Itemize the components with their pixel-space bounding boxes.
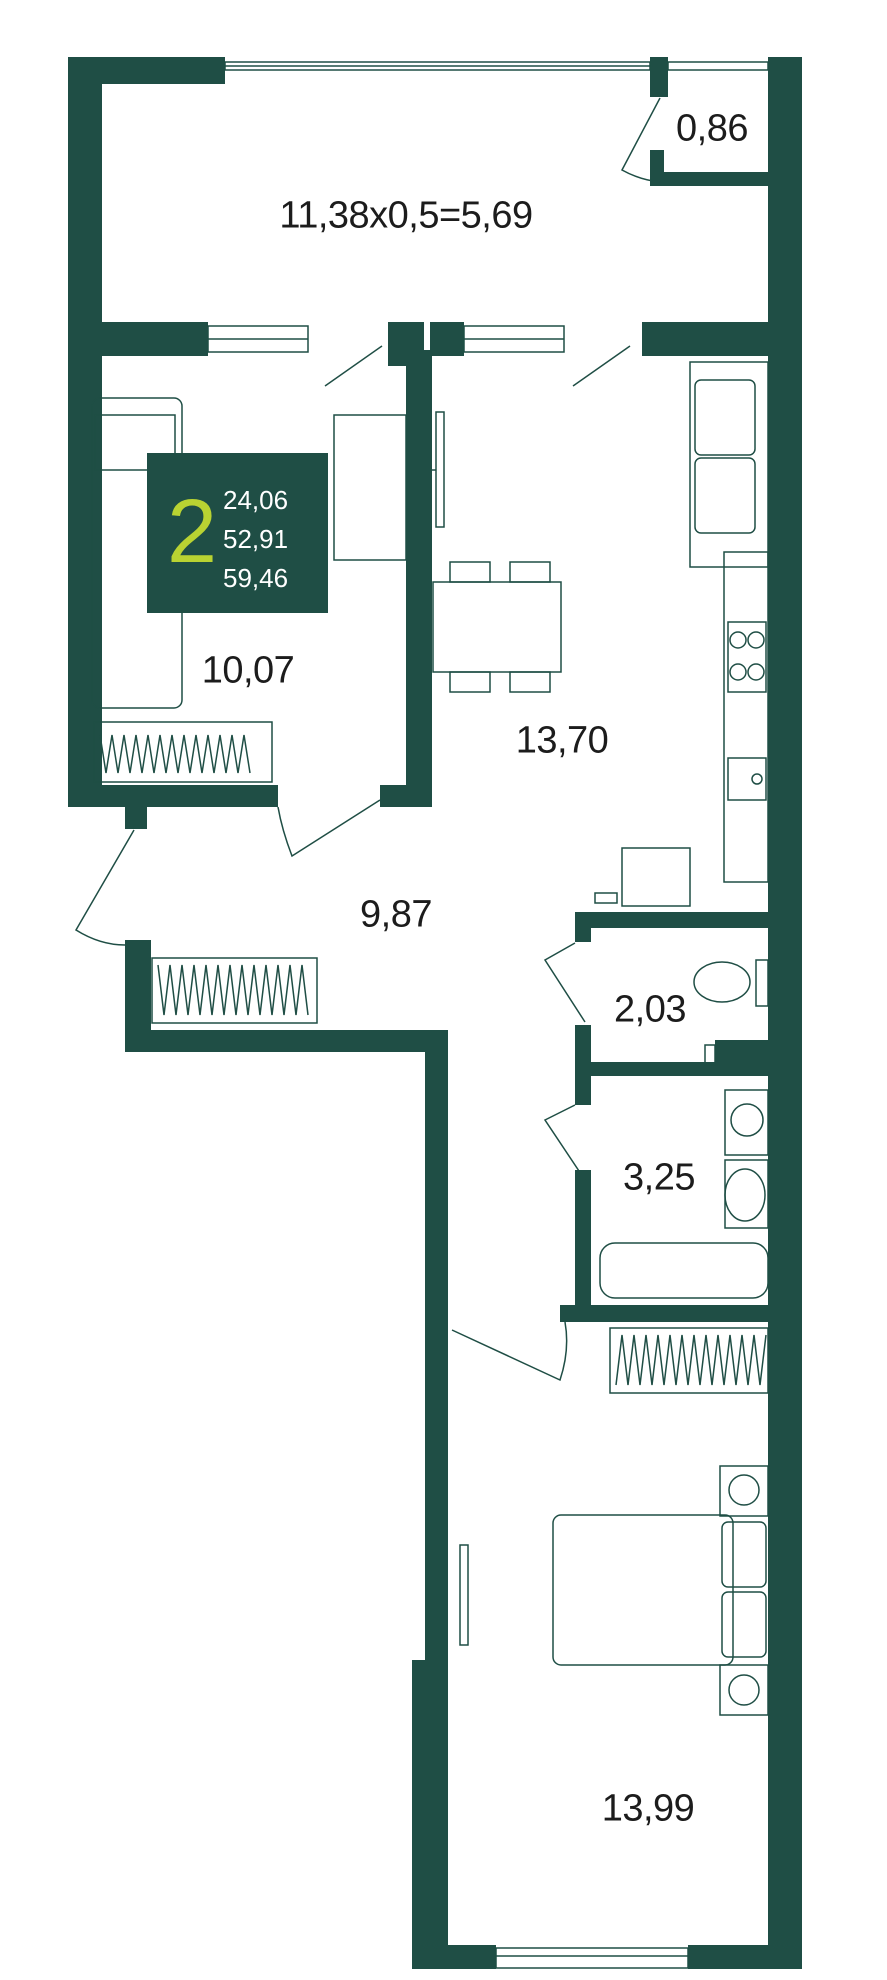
room-area-kitchen-living: 13,70 — [515, 719, 609, 762]
room-area-bedroom-small: 10,07 — [201, 649, 295, 692]
walls — [68, 57, 802, 1969]
room-area-bathroom: 3,25 — [623, 1156, 695, 1199]
room-count: 2 — [167, 482, 218, 582]
room-area-toilet: 2,03 — [614, 988, 686, 1031]
area-list: 24,06 52,91 59,46 — [223, 481, 288, 598]
room-area-storage: 0,86 — [676, 107, 748, 150]
living-area: 24,06 — [223, 485, 289, 515]
total-area-with-balcony: 59,46 — [223, 563, 289, 593]
apartment-info-badge: 2 24,06 52,91 59,46 — [147, 453, 328, 613]
room-area-balcony: 11,38x0,5=5,69 — [279, 194, 533, 237]
room-area-hallway: 9,87 — [360, 893, 432, 936]
total-area: 52,91 — [223, 524, 289, 554]
room-area-bedroom-large: 13,99 — [601, 1787, 695, 1830]
windows-doors-furniture — [74, 61, 769, 1969]
